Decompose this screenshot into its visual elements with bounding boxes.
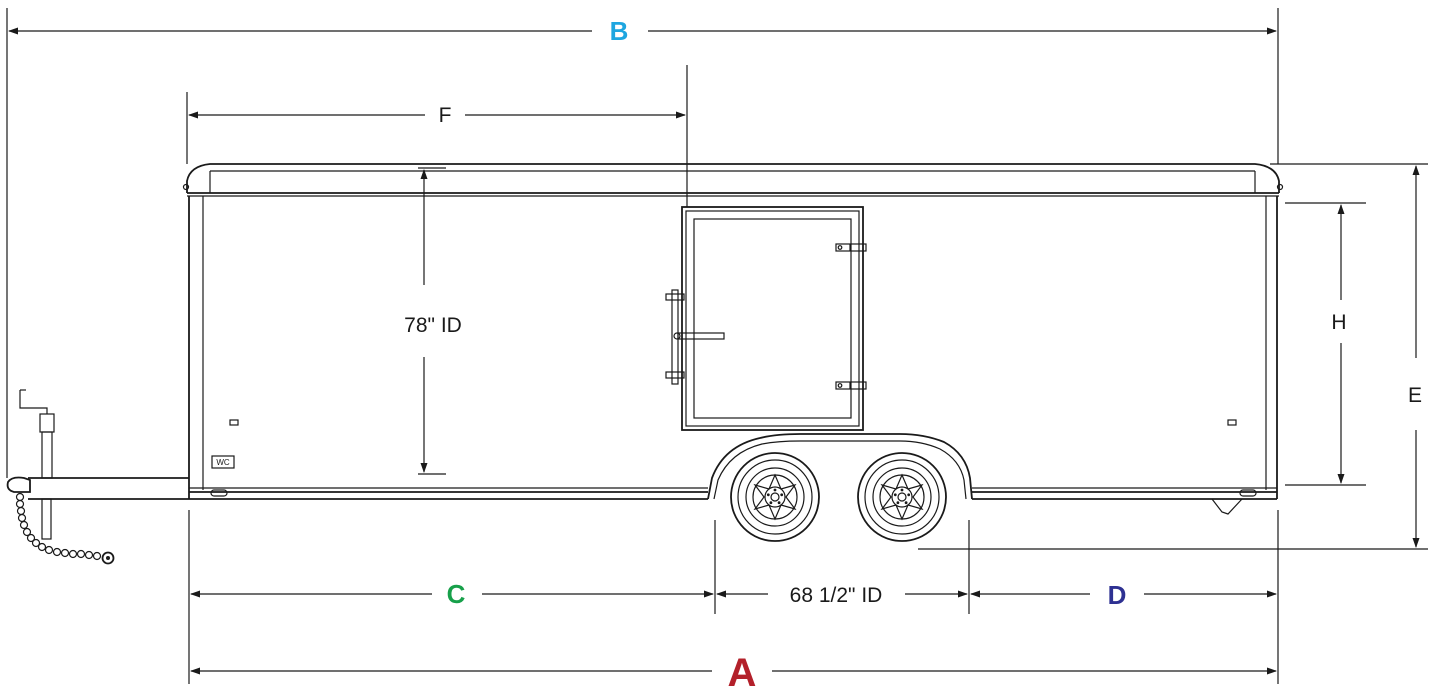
fender-and-wheels [707,433,973,542]
safety-chain [15,492,115,565]
extension-lines [6,8,1428,684]
dimension-label-f: F [439,104,452,127]
dimension-label-e: E [1408,384,1422,407]
dimension-label-axle-spacing: 68 1/2" ID [790,584,883,607]
wc-badge-text: WC [216,458,230,467]
dimension-label-c: C [447,579,466,609]
door-hinge [835,381,867,390]
dimension-label-b: B [610,16,629,46]
front-wheel [730,452,820,542]
rear-wheel [857,452,947,542]
dimension-label-interior-height: 78" ID [404,314,462,337]
wc-badge [211,455,235,469]
dimension-label-h: H [1331,311,1346,334]
tongue-assembly [6,389,189,565]
side-door [665,206,867,431]
dimension-label-d: D [1108,580,1127,610]
tongue-jack [19,389,55,540]
dimension-lines [8,27,1420,675]
dimension-label-a: A [728,651,757,695]
door-latch [665,289,725,385]
trailer-body: WC [182,163,1284,515]
door-hinge [835,243,867,252]
